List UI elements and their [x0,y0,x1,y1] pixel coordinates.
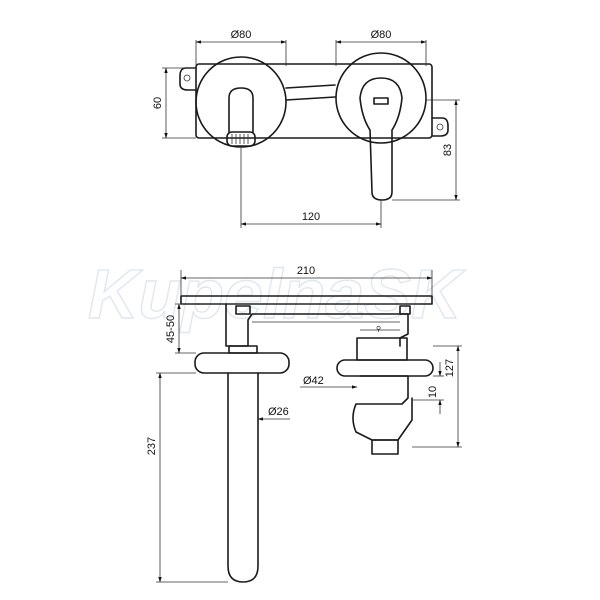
dim-total-depth: 210 [297,265,315,277]
connector-channel [285,84,336,101]
lever-tip [371,439,399,455]
screw-hole-right [436,123,444,131]
dim-handle-drop: 83 [442,144,454,156]
screw-hole-left [183,74,191,82]
aerator [226,131,256,147]
dim-handle-diameter: Ø80 [371,29,392,41]
spout-tube [227,372,259,583]
dim-handle-height: 127 [444,359,456,377]
aerator-mesh [231,134,249,144]
handle-rosette [335,52,427,144]
dim-spout-diameter: Ø80 [231,29,252,41]
handle-flange [336,359,434,377]
mounting-plate [195,63,433,139]
dim-spout-length: 237 [146,437,158,455]
spout-rosette [195,56,287,148]
dim-plate-height: 60 [152,97,164,109]
dim-handle-diameter-side: Ø42 [303,375,324,387]
dim-handle-gap: 10 [427,386,439,398]
top-view: Ø80 Ø80 60 83 120 [152,29,460,228]
plate-ear-left [179,67,197,91]
handle-logo [373,97,389,105]
body-clip-left [235,305,251,315]
dim-centers: 120 [302,211,320,223]
side-view: ⚲ 210 45-50 237 Ø26 Ø42 127 [146,265,462,583]
dim-spout-diameter-side: Ø26 [268,406,289,418]
cartridge-housing [356,337,408,361]
spout-collar [228,345,258,354]
body-clip-right [399,305,411,315]
watermark: KupelnaSK [88,255,466,333]
spout-neck [228,87,254,133]
side-lever [352,375,413,441]
body-mark: ⚲ [376,325,381,333]
lever-handle [359,77,403,201]
dim-wall-range: 45-50 [165,315,177,343]
spout-flange [194,352,290,374]
plate-ear-right [431,117,449,137]
